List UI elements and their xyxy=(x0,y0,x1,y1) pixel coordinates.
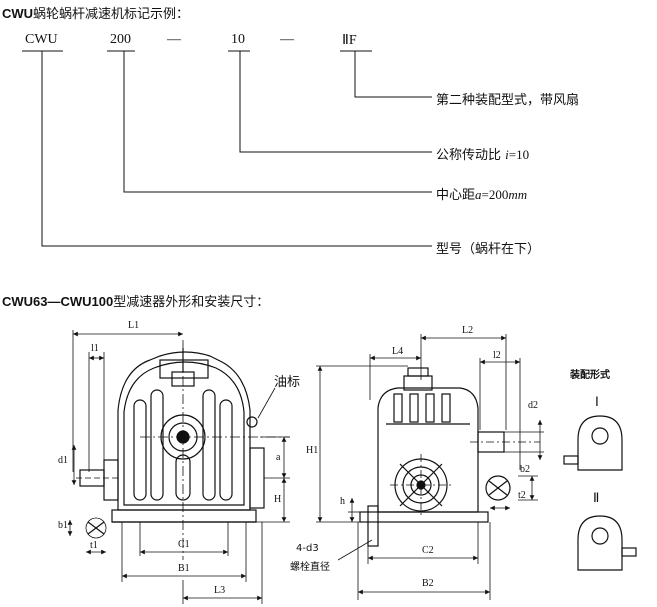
bolt-diameter-label: 螺栓直径 xyxy=(290,562,330,573)
dim-d2: d2 xyxy=(528,400,538,411)
marking-title-suffix: 蜗轮蜗杆减速机标记示例： xyxy=(33,7,190,22)
dim-l1: l1 xyxy=(91,343,99,354)
legend-center-unit: mm xyxy=(508,187,528,202)
dim-h: h xyxy=(340,496,345,507)
marking-title-prefix: CWU xyxy=(2,6,34,21)
front-dimensions xyxy=(67,330,290,604)
dim-l2: l2 xyxy=(493,350,501,361)
side-view xyxy=(359,367,540,547)
dim-B1: B1 xyxy=(178,563,190,574)
assembly-form-2-figure xyxy=(577,515,637,571)
dim-L2: L2 xyxy=(462,325,474,336)
legend-center-var: a xyxy=(475,187,482,202)
dim-t2: t2 xyxy=(518,490,526,501)
code-center: 200 xyxy=(110,32,131,47)
oil-level-label: 油标 xyxy=(274,375,301,390)
dim-C2: C2 xyxy=(422,545,434,556)
marking-example-title: CWU蜗轮蜗杆减速机标记示例： xyxy=(2,3,189,22)
dim-L1: L1 xyxy=(128,320,140,331)
dimensions-title-prefix: CWU63—CWU100 xyxy=(2,294,114,309)
dim-C1: C1 xyxy=(178,539,190,550)
front-view xyxy=(76,340,290,560)
dim-t1: t1 xyxy=(90,540,98,551)
dimensions-title-suffix: 型减速器外形和安装尺寸： xyxy=(113,295,270,310)
legend-ratio-value: =10 xyxy=(508,147,530,162)
legend-ratio-var: i xyxy=(505,147,509,162)
code-ratio: 10 xyxy=(231,32,245,47)
assembly-form-1-figure xyxy=(563,415,623,471)
legend-model: 型号（蜗杆在下） xyxy=(436,242,541,257)
dim-d1: d1 xyxy=(58,455,68,466)
dimensions-title: CWU63—CWU100型减速器外形和安装尺寸： xyxy=(2,291,269,310)
legend-center-value: =200 xyxy=(481,187,509,202)
dim-H: H xyxy=(274,494,282,505)
legend-center-distance: 中心距a=200mm xyxy=(436,184,527,203)
code-model: CWU xyxy=(25,32,58,47)
assembly-form-1-label: Ⅰ xyxy=(595,394,599,409)
code-assembly: ⅡF xyxy=(342,33,357,48)
dim-L3: L3 xyxy=(214,585,226,596)
dim-a: a xyxy=(276,452,281,463)
dim-H1: H1 xyxy=(306,445,319,456)
dim-L4: L4 xyxy=(392,346,404,357)
side-dimensions xyxy=(316,334,544,600)
assembly-form-2-label: Ⅱ xyxy=(593,490,600,505)
legend-center-prefix: 中心距 xyxy=(436,188,476,203)
dim-b2: b2 xyxy=(520,464,530,475)
legend-ratio-prefix: 公称传动比 xyxy=(436,148,502,163)
legend-assembly-form: 第二种装配型式，带风扇 xyxy=(436,93,580,108)
code-dash-2: — xyxy=(280,32,294,47)
bolt-count-label: 4-d3 xyxy=(296,543,319,554)
assembly-forms-title: 装配形式 xyxy=(570,370,610,381)
dim-b1: b1 xyxy=(58,520,68,531)
legend-ratio: 公称传动比 i=10 xyxy=(436,144,529,163)
code-dash-1: — xyxy=(167,32,181,47)
dim-B2: B2 xyxy=(422,578,434,589)
